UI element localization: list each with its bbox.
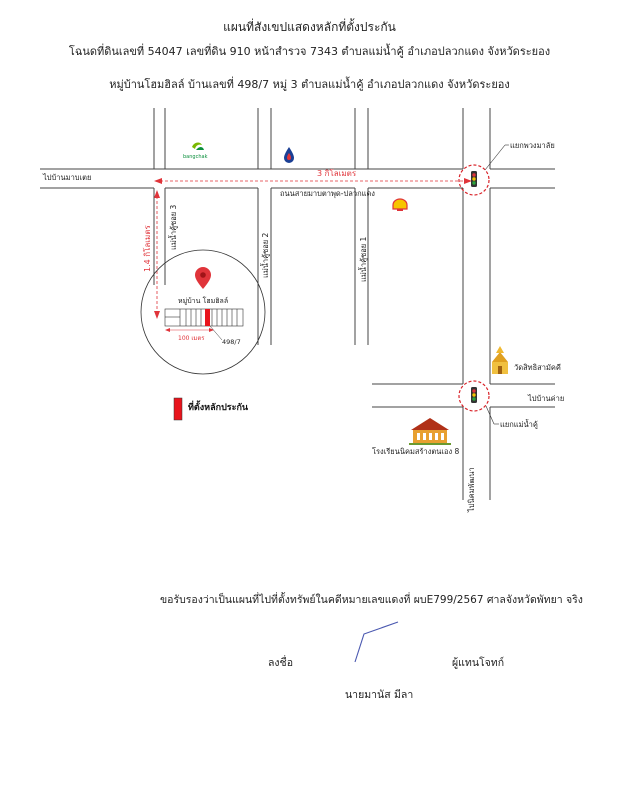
shell-station-icon — [392, 198, 408, 211]
to-ban-phatthana-label: ไปนิคมพัฒนา — [467, 467, 476, 513]
house-plots — [164, 308, 244, 327]
house-number-leader — [209, 325, 223, 341]
legend-label: ที่ตั้งหลักประกัน — [188, 400, 249, 413]
signer-role: ผู้แทนโจทก์ — [452, 657, 505, 669]
legend-swatch — [173, 397, 183, 421]
signature-scribble — [354, 621, 399, 663]
yaek-phuang-malai-label: แยกพวงมาลัย — [510, 141, 555, 150]
location-pin-icon — [195, 267, 211, 289]
phuang-malai-leader — [484, 144, 506, 171]
traffic-light-icon — [471, 171, 477, 187]
distance-14km-label: 1.4 กิโลเมตร — [142, 224, 152, 272]
distance-100m-label: 100 เมตร — [178, 335, 205, 342]
svg-text:bangchak: bangchak — [183, 154, 208, 160]
soi-1-label: แม่น้ำคู้ซอย 1 — [358, 236, 368, 282]
distance-100m-arrow — [165, 328, 214, 332]
distance-3km-label: 3 กิโลเมตร — [317, 168, 357, 178]
main-road-label: ถนนสายมาบตาพุด-ปลวกแดง — [280, 189, 375, 198]
house-number-label: 498/7 — [222, 338, 241, 346]
distance-14km-arrow — [154, 190, 160, 319]
traffic-light-icon — [471, 387, 477, 403]
signer-name: นายมานัส มีลา — [345, 689, 414, 701]
to-ban-khai-label: ไปบ้านค่าย — [527, 394, 564, 403]
to-ban-mab-yang-label: ไปบ้านมาบเตย — [42, 173, 91, 182]
distance-3km-arrow — [154, 178, 472, 184]
ptt-station-icon — [284, 147, 294, 163]
signature-label: ลงชื่อ — [268, 657, 293, 669]
village-zoom-circle — [140, 249, 266, 375]
collateral-plot-marker — [205, 309, 210, 326]
yaek-mae-nam-khu-label: แยกแม่น้ำคู้ — [500, 419, 538, 429]
soi-2-label: แม่น้ำคู้ซอย 2 — [260, 232, 270, 278]
village-label: หมู่บ้าน โฮมฮิลล์ — [178, 296, 228, 305]
junction-mae-nam-khu-highlight — [458, 380, 490, 412]
bangchak-logo-icon: bangchak — [183, 142, 208, 160]
deed-line: โฉนดที่ดินเลขที่ 54047 เลขที่ดิน 910 หน้… — [68, 45, 551, 58]
mae-nam-khu-leader — [485, 405, 495, 425]
junction-phuang-malai-highlight — [458, 164, 490, 196]
certification-text: ขอรับรองว่าเป็นแผนที่ไปที่ตั้งทรัพย์ในคด… — [160, 594, 583, 606]
school-label: โรงเรียนนิคมสร้างตนเอง 8 — [372, 447, 460, 456]
road-network — [40, 108, 555, 500]
soi-3-label: แม่น้ำคู้ซอย 3 — [168, 204, 178, 250]
map-title: แผนที่สังเขปแสดงหลักที่ตั้งประกัน — [223, 20, 396, 34]
temple-label: วัดสิทธิสามัคคี — [514, 363, 561, 372]
school-icon — [409, 418, 451, 445]
temple-icon — [492, 346, 508, 374]
address-line: หมู่บ้านโฮมฮิลล์ บ้านเลขที่ 498/7 หมู่ 3… — [109, 78, 510, 91]
